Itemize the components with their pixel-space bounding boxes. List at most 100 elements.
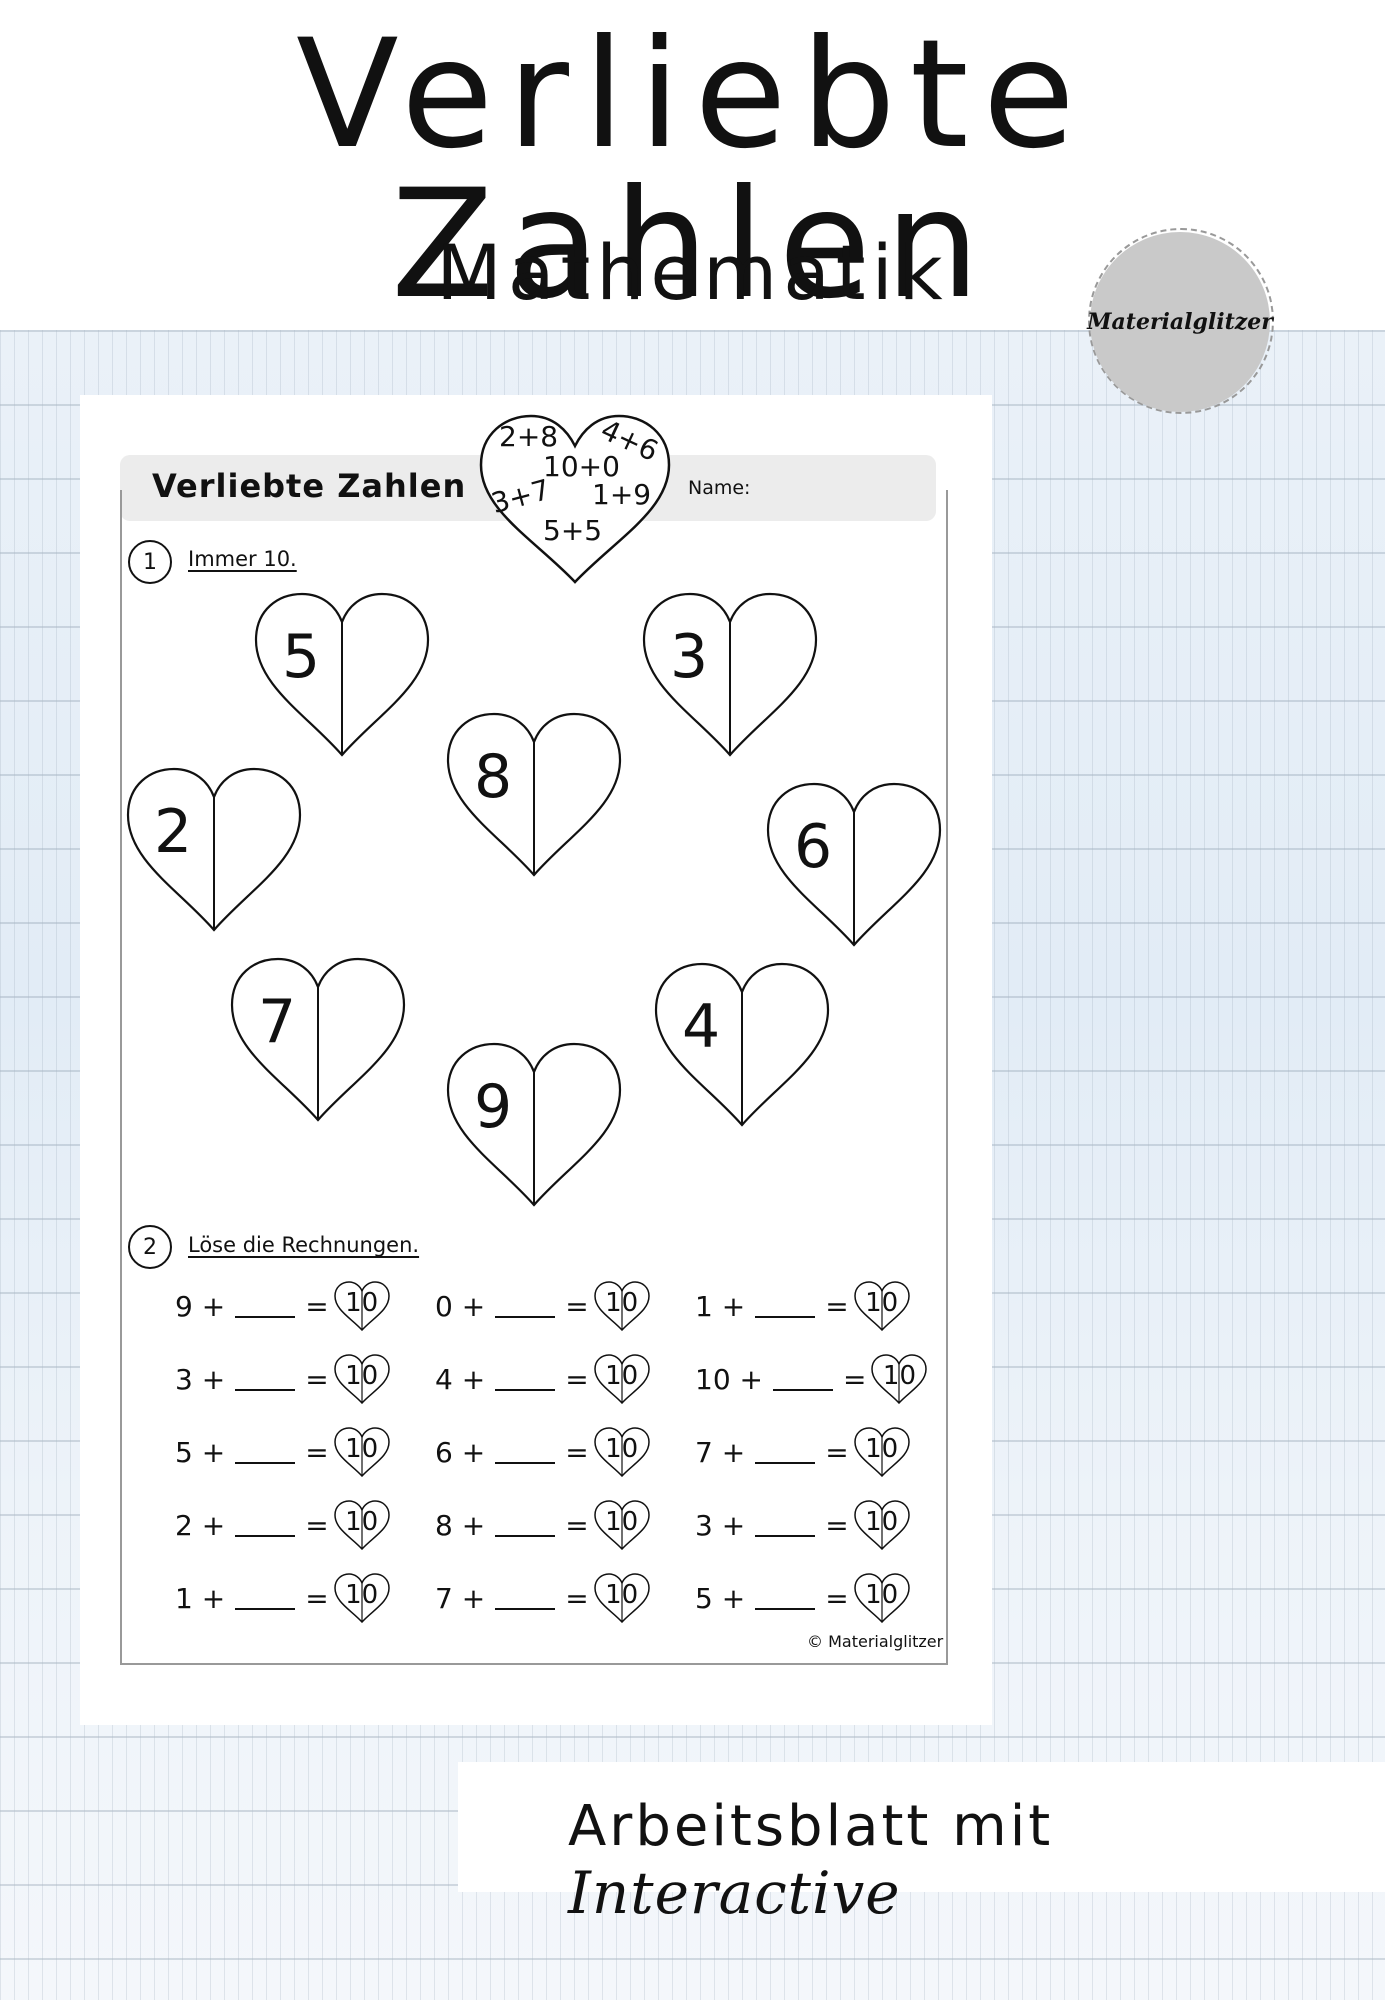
equation-addend: 10 + — [695, 1362, 763, 1396]
target-heart-icon: 10 — [853, 1572, 911, 1624]
target-heart-icon: 10 — [333, 1499, 391, 1551]
equals-sign: = — [305, 1289, 329, 1323]
equation-addend: 9 + — [175, 1289, 226, 1323]
target-value: 10 — [345, 1361, 379, 1391]
target-heart-icon: 10 — [870, 1353, 928, 1405]
logo-ring — [1088, 228, 1274, 414]
equals-sign: = — [565, 1362, 589, 1396]
equation-row: 1 +=10 — [175, 1572, 391, 1624]
answer-blank[interactable] — [235, 1440, 296, 1464]
heart-number: 8 — [474, 742, 513, 812]
title-heart-icon: 2+8 4+6 10+0 3+7 1+9 5+5 — [475, 410, 675, 590]
heart-sum-6: 5+5 — [543, 514, 603, 547]
equation-row: 7 + = 10 — [695, 1426, 911, 1478]
target-heart-icon: 10 — [593, 1280, 651, 1332]
target-value: 10 — [345, 1580, 379, 1610]
equation-row: 7 + = 10 — [435, 1572, 651, 1624]
answer-blank[interactable] — [235, 1367, 296, 1391]
number-heart: 2 — [124, 765, 304, 935]
target-value: 10 — [865, 1288, 899, 1318]
target-heart-icon: 10 — [593, 1353, 651, 1405]
heart-number: 9 — [474, 1072, 513, 1142]
equation-addend: 3 + — [175, 1362, 226, 1396]
equals-sign: = — [565, 1435, 589, 1469]
answer-blank[interactable] — [755, 1294, 816, 1318]
equation-addend: 3 + — [695, 1508, 746, 1542]
target-value: 10 — [605, 1361, 639, 1391]
equation-row: 0 +=10 — [435, 1280, 651, 1332]
number-heart: 6 — [764, 780, 944, 950]
equation-addend: 7 + — [695, 1435, 746, 1469]
worksheet-frame — [120, 490, 948, 1665]
equals-sign: = — [825, 1508, 849, 1542]
target-value: 10 — [865, 1507, 899, 1537]
heart-number: 7 — [258, 987, 297, 1057]
target-value: 10 — [605, 1580, 639, 1610]
target-value: 10 — [605, 1507, 639, 1537]
equation-addend: 5 + — [695, 1581, 746, 1615]
worksheet-title: Verliebte Zahlen — [152, 467, 467, 505]
answer-blank[interactable] — [495, 1513, 556, 1537]
heart-number: 5 — [282, 622, 321, 692]
target-heart-icon: 10 — [333, 1280, 391, 1332]
answer-blank[interactable] — [773, 1367, 833, 1391]
equals-sign: = — [565, 1581, 589, 1615]
heart-number: 2 — [154, 797, 193, 867]
answer-blank[interactable] — [235, 1294, 296, 1318]
equation-row: 6 + = 10 — [435, 1426, 651, 1478]
equation-addend: 6 + — [435, 1435, 486, 1469]
answer-blank[interactable] — [495, 1294, 556, 1318]
equation-addend: 4 + — [435, 1362, 486, 1396]
footer-emphasis: Interactive — [568, 1859, 901, 1927]
target-heart-icon: 10 — [853, 1280, 911, 1332]
answer-blank[interactable] — [495, 1367, 556, 1391]
heart-sum-5: 1+9 — [592, 478, 652, 511]
equation-addend: 7 + — [435, 1581, 486, 1615]
cover-title: Verliebte Zahlen — [296, 8, 1089, 332]
equals-sign: = — [305, 1581, 329, 1615]
target-value: 10 — [345, 1434, 379, 1464]
answer-blank[interactable] — [755, 1513, 816, 1537]
heart-sum-3: 10+0 — [543, 450, 620, 483]
target-value: 10 — [865, 1434, 899, 1464]
equals-sign: = — [825, 1435, 849, 1469]
answer-blank[interactable] — [495, 1440, 556, 1464]
answer-blank[interactable] — [235, 1586, 296, 1610]
cover-subtitle: Mathematik — [436, 228, 949, 317]
equals-sign: = — [825, 1289, 849, 1323]
number-heart: 7 — [228, 955, 408, 1125]
name-label: Name: — [688, 477, 751, 499]
equation-row: 3 +=10 — [175, 1353, 391, 1405]
equation-row: 8 +=10 — [435, 1499, 651, 1551]
equation-row: 10 +=10 — [695, 1353, 928, 1405]
target-heart-icon: 10 — [593, 1572, 651, 1624]
target-heart-icon: 10 — [853, 1499, 911, 1551]
target-heart-icon: 10 — [333, 1353, 391, 1405]
number-heart: 3 — [640, 590, 820, 760]
equation-addend: 1 + — [695, 1289, 746, 1323]
heart-number: 6 — [794, 812, 833, 882]
task-1-number: 1 — [128, 540, 172, 584]
equation-row: 5 +=10 — [695, 1572, 911, 1624]
answer-blank[interactable] — [755, 1440, 816, 1464]
footer-prefix: Arbeitsblatt mit — [568, 1794, 1054, 1859]
target-value: 10 — [345, 1288, 379, 1318]
target-value: 10 — [345, 1507, 379, 1537]
heart-sum-1: 2+8 — [499, 420, 559, 453]
footer-banner: Arbeitsblatt mit Interactive — [458, 1762, 1385, 1927]
equation-row: 3 + = 10 — [695, 1499, 911, 1551]
target-heart-icon: 10 — [593, 1499, 651, 1551]
answer-blank[interactable] — [495, 1586, 556, 1610]
answer-blank[interactable] — [755, 1586, 816, 1610]
target-value: 10 — [605, 1434, 639, 1464]
answer-blank[interactable] — [235, 1513, 296, 1537]
task-2-label: Löse die Rechnungen. — [188, 1233, 420, 1257]
equation-addend: 0 + — [435, 1289, 486, 1323]
target-value: 10 — [865, 1580, 899, 1610]
heart-number: 3 — [670, 622, 709, 692]
equation-addend: 2 + — [175, 1508, 226, 1542]
heart-number: 4 — [682, 992, 721, 1062]
number-heart: 5 — [252, 590, 432, 760]
